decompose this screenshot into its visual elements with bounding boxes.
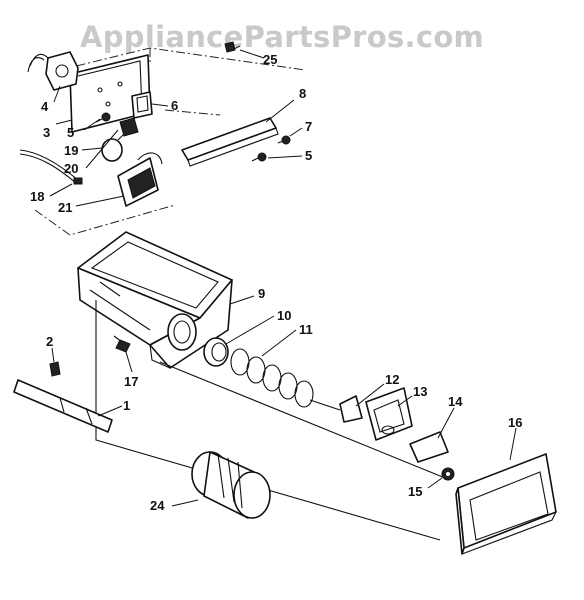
spring-rod bbox=[309, 399, 341, 411]
callout-11: 11 bbox=[299, 322, 313, 337]
housing-top-rim bbox=[90, 241, 219, 309]
callout-14: 14 bbox=[448, 394, 463, 409]
housing-auger-opening-inner bbox=[173, 320, 191, 344]
screw-5-lower bbox=[251, 152, 267, 162]
callout-4: 4 bbox=[41, 99, 49, 114]
leader-lines bbox=[49, 49, 517, 507]
callout-7: 7 bbox=[305, 119, 312, 134]
lamp-socket bbox=[119, 117, 139, 137]
motor-shaft bbox=[55, 64, 69, 78]
bracket-6 bbox=[131, 91, 153, 119]
callout-17: 17 bbox=[124, 374, 138, 389]
nut-15 bbox=[441, 467, 455, 481]
screw-17 bbox=[113, 335, 131, 353]
lamp-cover-top bbox=[137, 152, 163, 165]
plate-hole-1 bbox=[97, 87, 103, 93]
auger-blade bbox=[339, 395, 363, 423]
callout-13: 13 bbox=[413, 384, 427, 399]
callout-10: 10 bbox=[277, 308, 291, 323]
assembly-axis-line-2 bbox=[95, 300, 441, 541]
callout-15: 15 bbox=[408, 484, 422, 499]
bulb-neck bbox=[117, 133, 125, 141]
bracket-6-slot bbox=[136, 95, 149, 113]
callout-25: 25 bbox=[263, 52, 277, 67]
watermark-text: AppliancePartsPros.com bbox=[80, 20, 484, 54]
wire-harness-2 bbox=[19, 153, 77, 184]
crusher-housing bbox=[365, 387, 413, 441]
bearing-ring bbox=[203, 337, 229, 367]
cover-plate-assembly bbox=[181, 117, 291, 167]
bracket-14 bbox=[409, 431, 449, 463]
lamp-cover-grille bbox=[127, 167, 156, 199]
screw-2 bbox=[49, 361, 61, 377]
callout-16: 16 bbox=[508, 415, 522, 430]
auger-spring bbox=[230, 348, 341, 411]
plate-hole-3 bbox=[105, 101, 111, 107]
housing-bottom-lip bbox=[149, 344, 171, 369]
callout-19: 19 bbox=[64, 143, 78, 158]
upper-bracket-assembly bbox=[19, 41, 306, 236]
plate-hole-2 bbox=[117, 81, 123, 87]
shelf-bracket bbox=[13, 379, 113, 433]
screw-7 bbox=[277, 135, 291, 145]
callout-3: 3 bbox=[43, 125, 50, 140]
assembly-axis-line bbox=[159, 361, 451, 481]
outline-mid bbox=[164, 109, 221, 116]
housing-inner-lines bbox=[89, 281, 151, 331]
callout-12: 12 bbox=[385, 372, 399, 387]
mounting-plate bbox=[69, 54, 151, 133]
callout-21: 21 bbox=[58, 200, 72, 215]
callout-1: 1 bbox=[123, 398, 130, 413]
ice-chute bbox=[191, 451, 271, 519]
callout-5-upper: 5 bbox=[67, 125, 74, 140]
callout-8: 8 bbox=[299, 86, 306, 101]
motor-wires bbox=[27, 53, 49, 73]
harness-connector bbox=[73, 177, 83, 185]
housing-auger-opening bbox=[167, 313, 197, 351]
outline-bottom bbox=[34, 204, 176, 236]
callout-9: 9 bbox=[258, 286, 265, 301]
screw-25 bbox=[224, 41, 236, 53]
wire-harness bbox=[19, 149, 79, 181]
light-bulb bbox=[101, 138, 123, 162]
motor-housing bbox=[45, 51, 79, 91]
callout-6: 6 bbox=[171, 98, 178, 113]
callout-24: 24 bbox=[150, 498, 165, 513]
callout-5-lower: 5 bbox=[305, 148, 312, 163]
callout-2: 2 bbox=[46, 334, 53, 349]
callout-18: 18 bbox=[30, 189, 44, 204]
cover-plate-edge bbox=[187, 127, 279, 167]
callout-20: 20 bbox=[64, 161, 78, 176]
front-cover bbox=[455, 453, 557, 555]
ice-bucket-housing bbox=[77, 231, 233, 369]
callout-labels: 25 4 3 5 6 8 7 5 19 20 18 21 9 10 11 2 1… bbox=[30, 52, 522, 513]
